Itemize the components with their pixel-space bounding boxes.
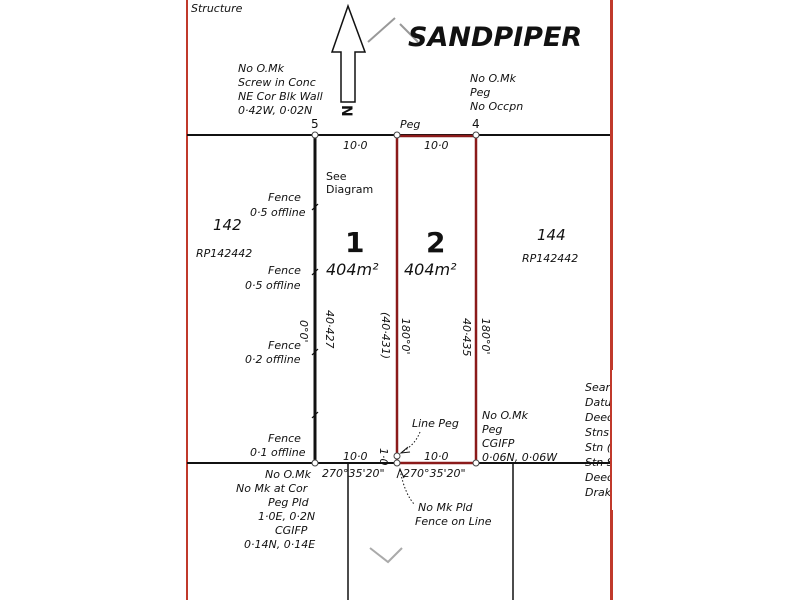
adjoining-lot-144: 144 — [537, 226, 566, 244]
svg-text:N: N — [338, 105, 354, 117]
fence-note: Fence 0·1 offline — [250, 432, 306, 459]
peg-label: Peg — [400, 118, 420, 131]
lot-2-area: 404m² — [404, 260, 457, 279]
legend-clip — [611, 370, 800, 510]
adjoining-plan-142: RP142442 — [196, 247, 252, 260]
west-bearing: 0°0' — [297, 320, 310, 343]
svg-text:Drak: Drak — [585, 486, 612, 499]
svg-text:Sear: Sear — [585, 381, 611, 394]
svg-text:Datu: Datu — [585, 396, 612, 409]
fold-mark-icon — [367, 17, 396, 43]
offset-dim: 1·0 — [377, 448, 390, 466]
svg-text:1·0E, 0·2N: 1·0E, 0·2N — [258, 510, 315, 523]
svg-text:0·5 offline: 0·5 offline — [250, 206, 306, 219]
mid-bearing: 180°0' — [399, 318, 412, 355]
svg-text:Peg Pld: Peg Pld — [268, 496, 310, 509]
fold-mark-icon — [399, 23, 419, 43]
svg-text:Deec: Deec — [585, 411, 613, 424]
corner-4-label: 4 — [472, 117, 480, 131]
mid-dim: (40·431) — [379, 312, 392, 359]
svg-text:CGIFP: CGIFP — [482, 437, 515, 450]
lot2-east-dim: 40·435 — [460, 318, 473, 357]
lot-1-area: 404m² — [326, 260, 379, 279]
lot2-bottom-dim: 10·0 — [424, 450, 449, 463]
adjoining-plan-144: RP142442 — [522, 252, 578, 265]
survey-mark-icon — [311, 459, 319, 467]
svg-text:Screw in Conc: Screw in Conc — [238, 76, 316, 89]
lot2-bottom-bearing: 270°35'20" — [403, 467, 466, 480]
fence-note: Fence 0·5 offline — [250, 191, 306, 219]
svg-text:0·14N, 0·14E: 0·14N, 0·14E — [244, 538, 315, 551]
see-diagram: See — [326, 170, 347, 183]
svg-text:0·5 offline: 0·5 offline — [245, 279, 301, 292]
svg-text:No O.Mk: No O.Mk — [238, 62, 285, 75]
svg-text:Peg: Peg — [482, 423, 502, 436]
east-bearing: 180°0' — [479, 318, 492, 355]
svg-text:CGIFP: CGIFP — [275, 524, 308, 537]
svg-text:Fence: Fence — [268, 264, 301, 277]
bottom-mid-note: No Mk Pld — [418, 501, 474, 514]
svg-text:Deec: Deec — [585, 471, 613, 484]
svg-text:Peg: Peg — [470, 86, 490, 99]
fold-mark-icon — [369, 547, 403, 564]
survey-mark-icon — [393, 131, 401, 139]
svg-text:NE Cor Blk Wall: NE Cor Blk Wall — [238, 90, 323, 103]
north-arrow-icon: N — [330, 3, 367, 117]
lot1-bottom-bearing: 270°35'20" — [322, 467, 385, 480]
svg-text:0·2 offline: 0·2 offline — [245, 353, 301, 366]
svg-text:0·1 offline: 0·1 offline — [250, 446, 306, 459]
ne-corner-note: No O.Mk Peg No Occpn — [470, 72, 523, 113]
corner-5-label: 5 — [311, 117, 319, 131]
svg-text:No Mk at Cor: No Mk at Cor — [236, 482, 309, 495]
svg-text:Stn S: Stn S — [585, 456, 614, 469]
svg-text:Fence: Fence — [268, 339, 301, 352]
lot2-top-dim: 10·0 — [424, 139, 449, 152]
legend-partial: Sear Datu Deec Stns Stn ( Stn S Deec Dra… — [585, 381, 614, 499]
svg-text:No O.Mk: No O.Mk — [470, 72, 517, 85]
survey-mark-icon — [393, 459, 401, 467]
svg-text:No Occpn: No Occpn — [470, 100, 523, 113]
bottom-mid-note: Fence on Line — [415, 515, 492, 528]
svg-text:Fence: Fence — [268, 191, 301, 204]
lot-2-number: 2 — [426, 226, 445, 259]
survey-mark-icon — [472, 459, 480, 467]
fence-note: Fence 0·2 offline — [245, 339, 301, 366]
lot-2-outline — [395, 134, 478, 465]
svg-text:No O.Mk: No O.Mk — [482, 409, 529, 422]
top-cut-text: Structure — [191, 2, 243, 15]
se-corner-note: No O.Mk Peg CGIFP 0·06N, 0·06W — [482, 409, 558, 464]
adjoining-lot-142: 142 — [213, 216, 242, 234]
road-name: SANDPIPER — [408, 22, 582, 53]
survey-mark-icon — [311, 131, 319, 139]
svg-text:Stns: Stns — [585, 426, 609, 439]
svg-text:0·06N, 0·06W: 0·06N, 0·06W — [482, 451, 558, 464]
survey-mark-icon — [472, 131, 480, 139]
svg-text:Fence: Fence — [268, 432, 301, 445]
lot-1-number: 1 — [345, 226, 364, 259]
fence-tick-marks — [311, 203, 319, 419]
lot1-top-dim: 10·0 — [343, 139, 368, 152]
svg-text:Stn (: Stn ( — [585, 441, 612, 454]
lot1-bottom-dim: 10·0 — [343, 450, 368, 463]
sw-corner-note: No O.Mk No Mk at Cor Peg Pld 1·0E, 0·2N … — [236, 468, 315, 551]
leader-arrow-icon — [401, 431, 421, 453]
line-peg-label: Line Peg — [412, 417, 459, 430]
fence-note: Fence 0·5 offline — [245, 264, 301, 292]
leader-arrow-icon — [399, 469, 416, 506]
svg-text:0·42W, 0·02N: 0·42W, 0·02N — [238, 104, 312, 117]
lot1-west-dim: 40·427 — [323, 310, 336, 349]
arrowhead-icon — [396, 467, 405, 479]
see-diagram: Diagram — [326, 183, 373, 196]
nw-corner-note: No O.Mk Screw in Conc NE Cor Blk Wall 0·… — [238, 62, 323, 117]
survey-mark-icon — [393, 452, 401, 460]
svg-text:No O.Mk: No O.Mk — [265, 468, 312, 481]
arrowhead-icon — [399, 446, 411, 454]
